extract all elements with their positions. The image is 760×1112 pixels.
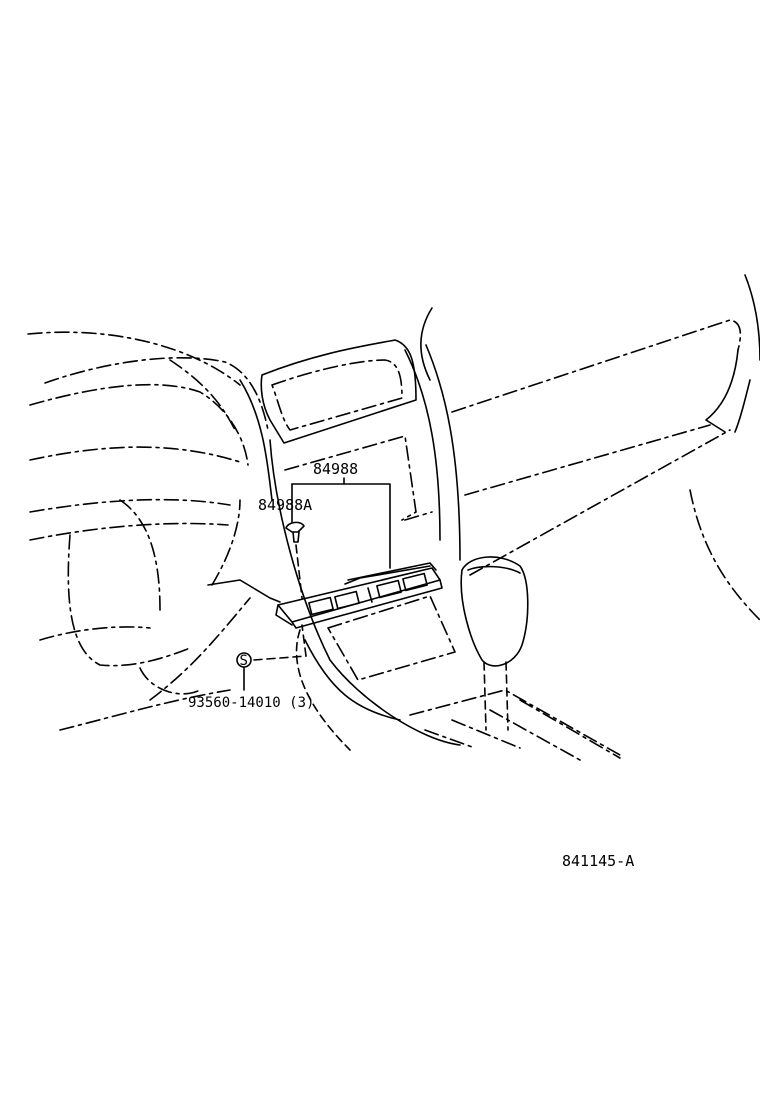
shift-lever bbox=[409, 556, 621, 761]
steering-wheel-outline bbox=[27, 331, 269, 731]
label-84988a: 84988A bbox=[258, 496, 312, 514]
dashboard-right bbox=[420, 274, 760, 621]
column-edge-lower bbox=[211, 499, 241, 586]
clip-84988a bbox=[285, 521, 305, 599]
figure-code: 841145-A bbox=[562, 852, 634, 870]
label-93560-14010: 93560-14010 (3) bbox=[188, 695, 314, 711]
column-bottom bbox=[149, 597, 251, 701]
screw-symbol: S bbox=[240, 653, 248, 669]
center-panel bbox=[260, 339, 461, 751]
switch-assembly-84988 bbox=[275, 562, 443, 629]
column-edge bbox=[239, 379, 273, 501]
leader-lines bbox=[243, 477, 391, 691]
screw-93560: S bbox=[236, 624, 307, 669]
column-shroud-edge bbox=[207, 579, 281, 603]
label-84988: 84988 bbox=[313, 460, 358, 478]
